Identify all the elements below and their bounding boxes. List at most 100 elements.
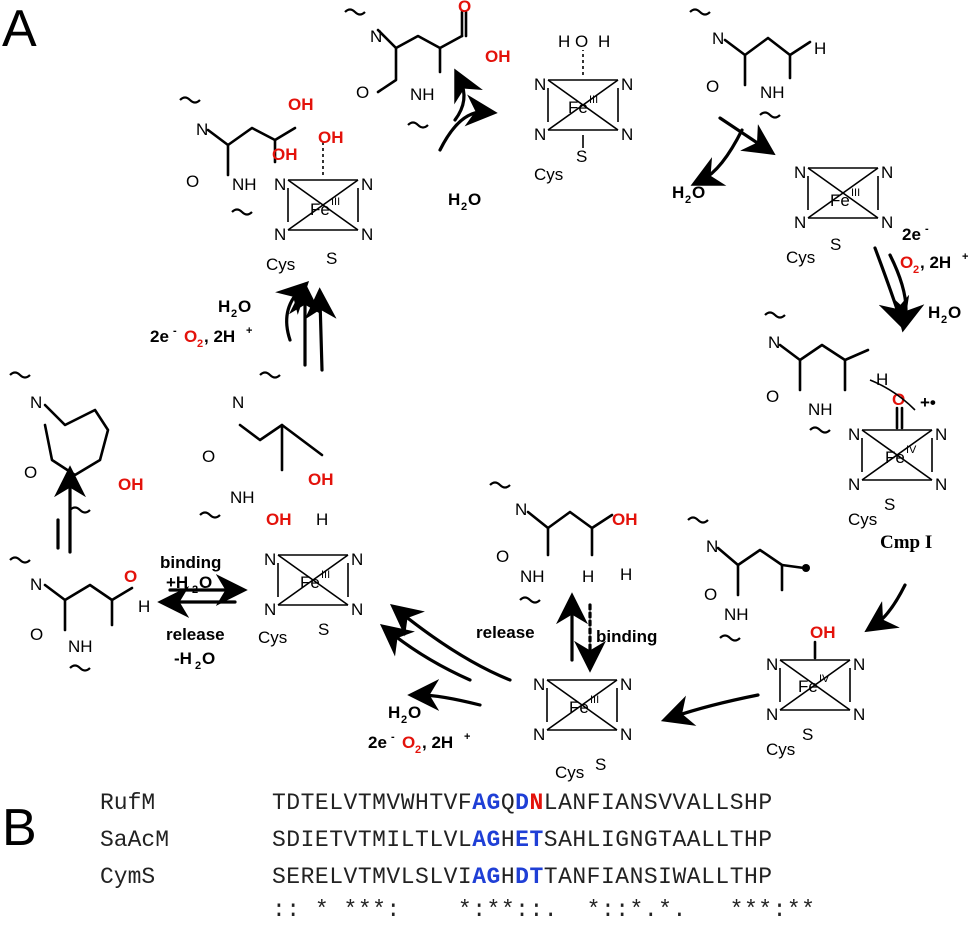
svg-text:S: S	[318, 620, 329, 639]
svg-text:+: +	[464, 731, 470, 743]
svg-text:H: H	[138, 597, 150, 616]
label-reductant-right: 2e - O 2 , 2H + H 2 O	[900, 223, 968, 326]
svg-text:N: N	[621, 75, 633, 94]
svg-text:2: 2	[192, 584, 198, 596]
svg-text:Fe: Fe	[798, 677, 818, 696]
svg-text:NH: NH	[230, 488, 255, 507]
svg-text:S: S	[802, 725, 813, 744]
svg-text:NH: NH	[520, 567, 545, 586]
arrow-left-up-3	[275, 280, 310, 342]
svg-text:IV: IV	[819, 673, 830, 685]
svg-text:-: -	[391, 731, 395, 743]
svg-text:Fe: Fe	[568, 98, 588, 117]
svg-text:O: O	[186, 172, 199, 191]
seq-name-cyms: CymS	[100, 864, 156, 890]
svg-text:N: N	[848, 425, 860, 444]
arrow-bottom-2	[380, 624, 472, 682]
arrow-o2-activation-1	[873, 246, 910, 331]
heme-free: N N N N Fe III Cys S	[258, 550, 363, 647]
svg-text:2e: 2e	[902, 225, 921, 244]
svg-text:N: N	[361, 175, 373, 194]
svg-text:N: N	[766, 705, 778, 724]
svg-text:N: N	[232, 393, 244, 412]
svg-text:2: 2	[685, 194, 691, 206]
svg-text:O: O	[408, 703, 421, 722]
svg-text:, 2H: , 2H	[920, 253, 951, 272]
svg-text:O: O	[900, 253, 913, 272]
substrate-gem-diol: N OH OH O NH H	[199, 371, 334, 529]
seq-row-saacm: SDIETVTMILTLVLAGHETSAHLIGNGTAALLTHP	[272, 827, 773, 853]
svg-text:+•: +•	[920, 393, 936, 412]
heme-feiv-hydroxo: N N N N Fe IV OH Cys S	[766, 623, 865, 759]
svg-text:N: N	[533, 725, 545, 744]
svg-text:NH: NH	[68, 637, 93, 656]
label-release-center: release	[476, 623, 535, 642]
svg-text:+: +	[962, 251, 968, 263]
label-reductant-bottom: H 2 O 2e - O 2 , 2H +	[368, 703, 470, 756]
substrate-carboxylic-acid: N O OH O NH	[344, 0, 511, 129]
svg-text:H: H	[316, 510, 328, 529]
svg-text:OH: OH	[485, 47, 511, 66]
svg-text:2: 2	[941, 314, 947, 326]
svg-text:H: H	[598, 32, 610, 51]
svg-text:N: N	[706, 537, 718, 556]
svg-text:2: 2	[401, 714, 407, 726]
label-binding-center: binding	[596, 627, 657, 646]
svg-text:Fe: Fe	[830, 191, 850, 210]
svg-text:Cys: Cys	[786, 248, 815, 267]
svg-text:Cys: Cys	[766, 740, 795, 759]
svg-text:S: S	[830, 235, 841, 254]
svg-text:2e: 2e	[150, 327, 169, 346]
svg-text:III: III	[589, 94, 598, 106]
svg-text:S: S	[595, 755, 606, 774]
seq-name-saacm: SaAcM	[100, 827, 170, 853]
svg-text:N: N	[620, 725, 632, 744]
svg-text:H: H	[218, 297, 230, 316]
arrow-substrate-binding	[718, 116, 776, 156]
svg-text:N: N	[794, 163, 806, 182]
svg-text:N: N	[712, 29, 724, 48]
svg-text:N: N	[621, 125, 633, 144]
svg-text:2: 2	[415, 744, 421, 756]
label-h2o-right: H 2 O	[672, 183, 705, 206]
svg-text:S: S	[576, 147, 587, 166]
svg-text:N: N	[853, 705, 865, 724]
svg-text:Cys: Cys	[266, 255, 295, 274]
svg-text:IV: IV	[906, 444, 917, 456]
svg-text:H: H	[672, 183, 684, 202]
arrow-bottom-3	[407, 679, 482, 712]
svg-text:2e: 2e	[368, 733, 387, 752]
svg-text:2: 2	[461, 201, 467, 213]
arrow-to-rebound	[864, 583, 907, 633]
panel-a-label: A	[2, 0, 37, 58]
svg-text:OH: OH	[810, 623, 836, 642]
svg-text:2: 2	[197, 338, 203, 350]
substrate-methyl: N H O NH	[689, 8, 826, 119]
svg-text:, 2H: , 2H	[422, 733, 453, 752]
svg-text:O: O	[468, 190, 481, 209]
svg-text:O: O	[184, 327, 197, 346]
svg-text:Fe: Fe	[569, 698, 589, 717]
svg-text:N: N	[766, 655, 778, 674]
svg-text:OH: OH	[118, 475, 144, 494]
svg-text:N: N	[30, 393, 42, 412]
svg-text:O: O	[30, 625, 43, 644]
panel-b-label: B	[2, 799, 37, 857]
svg-text:III: III	[321, 569, 330, 581]
seq-row-cyms: SERELVTMVLSLVIAGHDTTANFIANSIWALLTHP	[272, 864, 773, 890]
arrow-water-in	[438, 94, 498, 152]
substrate-alcohol: N OH O NH H H	[489, 481, 638, 604]
svg-text:N: N	[533, 675, 545, 694]
svg-text:O: O	[24, 463, 37, 482]
svg-text:release: release	[166, 625, 225, 644]
svg-text:N: N	[351, 600, 363, 619]
svg-text:S: S	[326, 249, 337, 268]
consensus-line: :: * ***: *:**::. *::*.*. ***:**	[272, 897, 816, 923]
seq-name-rufm: RufM	[100, 790, 156, 816]
label-binding-left: binding +H 2 O	[160, 553, 221, 596]
label-h2o-top: H 2 O	[448, 190, 481, 213]
svg-text:O: O	[704, 585, 717, 604]
svg-text:Fe: Fe	[300, 573, 320, 592]
svg-text:N: N	[881, 163, 893, 182]
